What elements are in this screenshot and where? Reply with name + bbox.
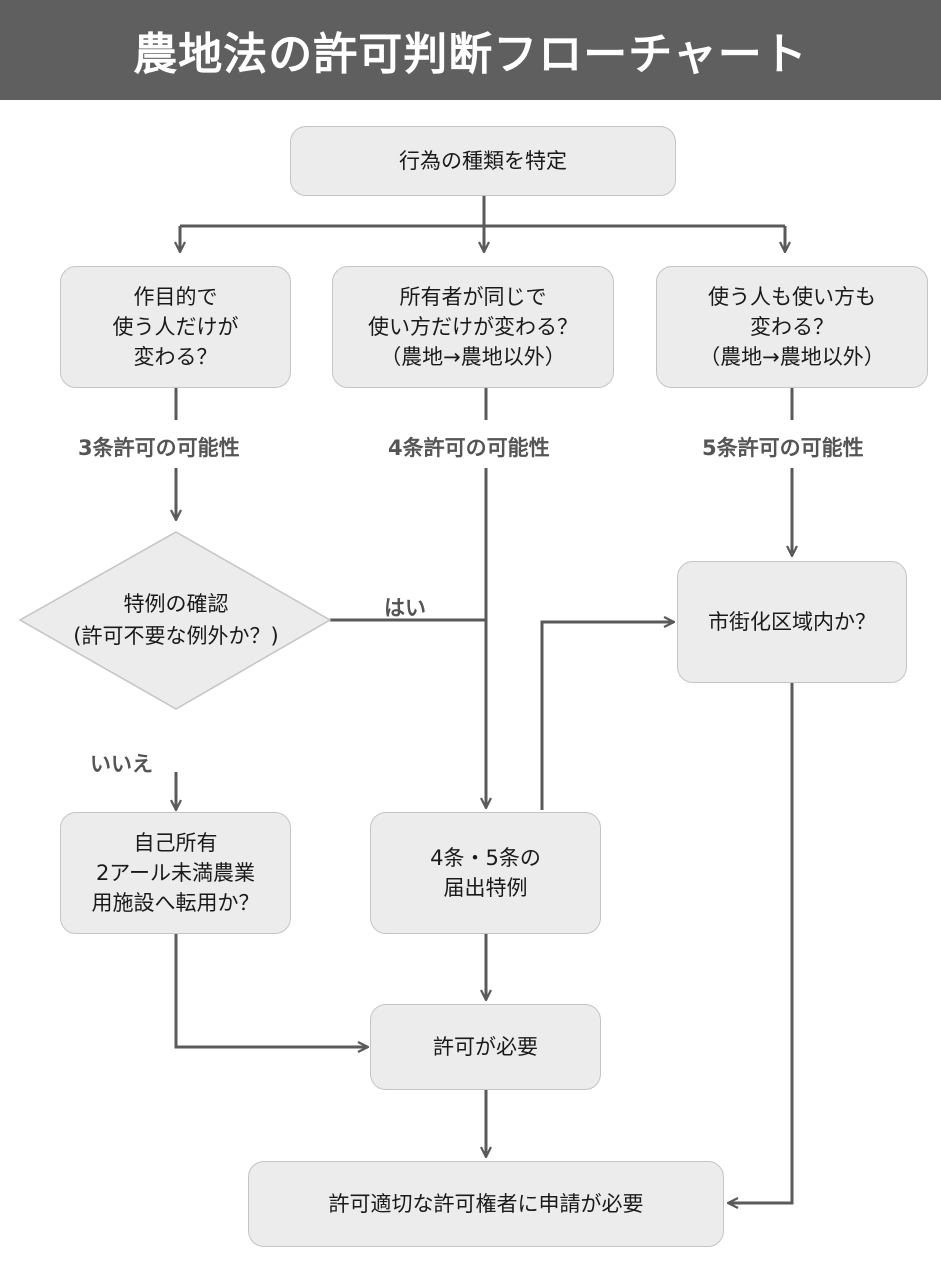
- permit-required: 許可が必要: [370, 1004, 601, 1090]
- urbanization-area: 市街化区域内か？: [677, 561, 907, 683]
- question-use-change-text: 所有者が同じで 使い方だけが変わる？ （農地→農地以外）: [368, 285, 578, 369]
- connector-own-small-to-permit: [174, 934, 368, 1047]
- exception-line2: (許可不要な例外か？): [73, 624, 279, 648]
- urbanization-area-text: 市街化区域内か？: [708, 610, 876, 634]
- connector-notification-to-urban: [540, 622, 674, 810]
- own-small-facility: 自己所有 2アール未満農業 用施設へ転用か？: [60, 812, 291, 934]
- page-title: 農地法の許可判断フローチャート: [133, 29, 808, 80]
- question-both-change-text: 使う人も使い方も 変わる？ （農地→農地以外）: [699, 285, 885, 369]
- start-node: 行為の種類を特定: [290, 126, 676, 196]
- permit-required-text: 許可が必要: [433, 1035, 538, 1059]
- notification-exception-text: 4条・5条の 届出特例: [430, 846, 541, 900]
- apply-to-authority: 許可適切な許可権者に申請が必要: [248, 1161, 724, 1247]
- label-yes: はい: [384, 596, 426, 620]
- label-article3: 3条許可の可能性: [78, 436, 240, 460]
- label-no: いいえ: [90, 752, 153, 776]
- question-use-change: 所有者が同じで 使い方だけが変わる？ （農地→農地以外）: [332, 266, 614, 388]
- connector-urban-to-apply: [728, 683, 794, 1203]
- start-node-text: 行為の種類を特定: [399, 149, 567, 173]
- exception-diamond-text: 特例の確認 (許可不要な例外か？): [40, 588, 312, 652]
- label-article4: 4条許可の可能性: [388, 436, 550, 460]
- notification-exception: 4条・5条の 届出特例: [370, 812, 601, 934]
- exception-line1: 特例の確認: [123, 592, 229, 616]
- label-article5: 5条許可の可能性: [702, 436, 864, 460]
- question-both-change: 使う人も使い方も 変わる？ （農地→農地以外）: [656, 266, 928, 388]
- own-small-facility-text: 自己所有 2アール未満農業 用施設へ転用か？: [91, 831, 260, 915]
- apply-to-authority-text: 許可適切な許可権者に申請が必要: [328, 1192, 644, 1216]
- exception-diamond: [18, 531, 332, 710]
- header-banner: 農地法の許可判断フローチャート: [0, 0, 941, 100]
- question-user-change: 作目的で 使う人だけが 変わる？: [60, 266, 291, 388]
- question-user-change-text: 作目的で 使う人だけが 変わる？: [112, 285, 239, 369]
